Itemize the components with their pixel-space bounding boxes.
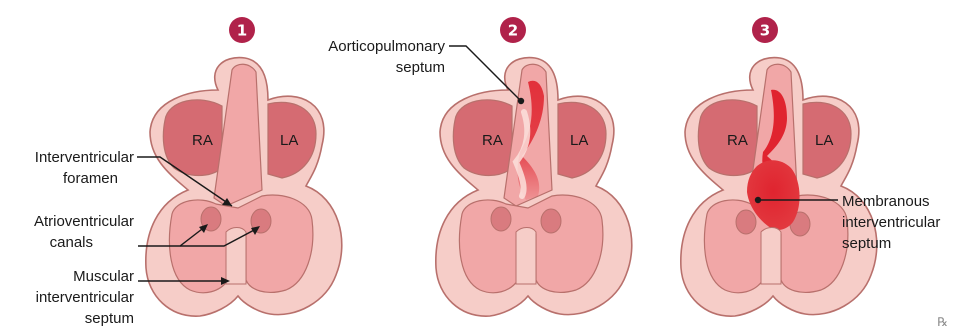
label-atrioventricular-canals-line2: canals — [50, 234, 93, 251]
label-atrioventricular-canals-line1: Atrioventricular — [34, 213, 134, 230]
heart-stage-3: RA LA — [681, 58, 877, 317]
heart-2-canal-right — [491, 207, 511, 231]
heart-3-la-label: LA — [815, 132, 833, 149]
heart-1-ra-label: RA — [192, 132, 213, 149]
heart-3-canal-right — [736, 210, 756, 234]
label-interventricular-foramen-line2: foramen — [63, 170, 118, 187]
label-membranous-line3: septum — [842, 235, 891, 252]
dot-aorticopulmonary — [518, 98, 524, 104]
heart-2-muscular-septum — [516, 228, 536, 285]
step-badge-2: 2 — [500, 17, 526, 43]
label-interventricular-foramen-line1: Interventricular — [35, 149, 134, 166]
label-aorticopulmonary-line1: Aorticopulmonary — [328, 38, 445, 55]
heart-3-ra-label: RA — [727, 132, 748, 149]
heart-3-muscular-septum — [761, 228, 781, 285]
label-membranous-line2: interventricular — [842, 214, 940, 231]
label-muscular-septum-line3: septum — [85, 310, 134, 327]
label-aorticopulmonary-line2: septum — [396, 59, 445, 76]
step-number-1: 1 — [237, 22, 247, 40]
step-badge-1: 1 — [229, 17, 255, 43]
step-number-3: 3 — [760, 22, 770, 40]
dot-membranous — [755, 197, 761, 203]
heart-stage-1: RA LA — [146, 58, 342, 317]
label-muscular-septum-line1: Muscular — [73, 268, 134, 285]
heart-1-la-label: LA — [280, 132, 298, 149]
label-muscular-septum-line2: interventricular — [36, 289, 134, 306]
label-membranous-line1: Membranous — [842, 193, 930, 210]
step-badge-3: 3 — [752, 17, 778, 43]
heart-2-canal-left — [541, 209, 561, 233]
heart-stage-2: RA LA — [436, 58, 632, 317]
heart-2-ra-label: RA — [482, 132, 503, 149]
step-number-2: 2 — [508, 22, 518, 40]
rx-watermark-icon: ℞ — [937, 315, 948, 329]
heart-2-la-label: LA — [570, 132, 588, 149]
